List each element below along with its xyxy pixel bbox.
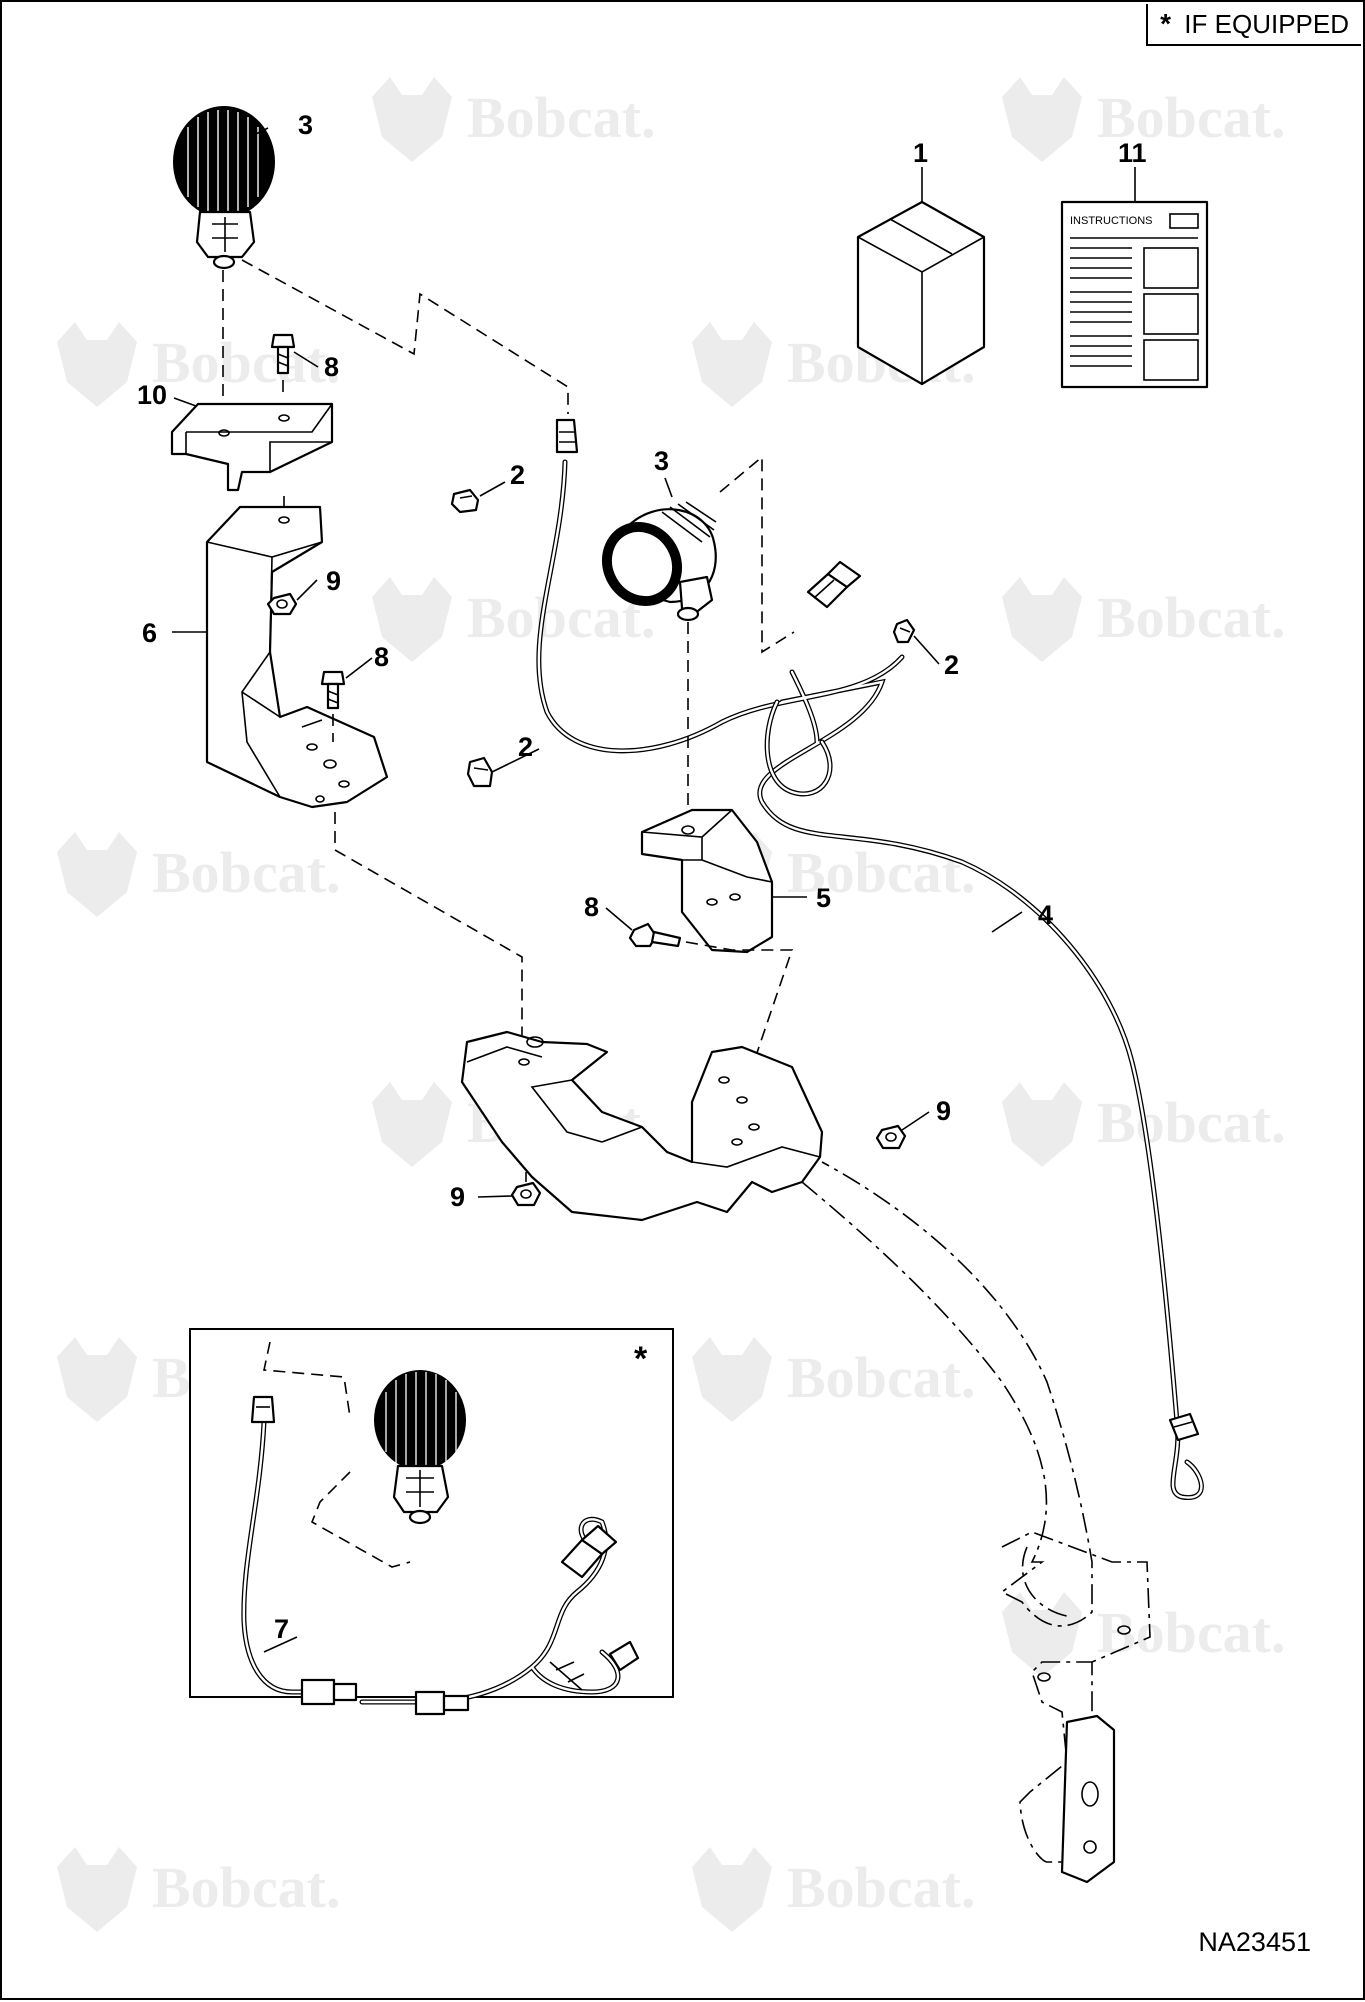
watermark: Bobcat.	[692, 1847, 976, 1932]
bolt-lower	[628, 922, 682, 948]
watermark-registered: .	[326, 840, 341, 905]
watermark-registered: .	[326, 330, 341, 395]
watermark-registered: .	[1271, 85, 1286, 150]
callout-number: 9	[450, 1182, 465, 1212]
work-light-top	[173, 106, 275, 270]
nut-right	[875, 1124, 907, 1150]
watermark-registered: .	[961, 1855, 976, 1920]
if-equipped-legend: * IF EQUIPPED	[1146, 4, 1361, 46]
watermark-text: Bobcat	[1097, 1600, 1272, 1665]
mounting-bracket-6	[205, 505, 389, 809]
watermark-text: Bobcat	[1097, 1090, 1272, 1155]
callout-number: 2	[944, 650, 959, 680]
clip-right	[892, 618, 916, 644]
watermark-text: Bobcat	[467, 85, 642, 150]
assembly-line	[334, 812, 523, 1052]
watermark-text: Bobcat	[152, 1855, 327, 1920]
nut-left	[510, 1181, 542, 1207]
callout-number: 8	[584, 892, 599, 922]
callout-number: 1	[913, 138, 928, 168]
hardware-kit-box	[856, 200, 986, 386]
watermark-text: Bobcat	[152, 330, 327, 395]
svg-text:Bobcat.: Bobcat.	[152, 330, 341, 395]
wiring-harness-4	[536, 418, 1204, 1500]
svg-text:Bobcat.: Bobcat.	[1097, 1600, 1286, 1665]
callout-number: 3	[654, 446, 669, 476]
assembly-line	[685, 941, 794, 1123]
svg-text:Bobcat.: Bobcat.	[787, 1855, 976, 1920]
work-light-middle	[601, 501, 717, 622]
callout-number: 9	[326, 566, 341, 596]
watermark: Bobcat.	[1002, 77, 1286, 162]
watermark-text: Bobcat	[1097, 585, 1272, 650]
callout-number: 4	[1038, 900, 1053, 930]
svg-text:Bobcat.: Bobcat.	[152, 1855, 341, 1920]
watermark: Bobcat.	[57, 322, 341, 407]
bolt-upper	[270, 333, 296, 375]
svg-text:Bobcat.: Bobcat.	[787, 1345, 976, 1410]
watermark: Bobcat.	[1002, 1082, 1286, 1167]
callout-number: 5	[816, 883, 831, 913]
main-mount-plate	[460, 1030, 824, 1222]
watermark-text: Bobcat	[787, 1345, 962, 1410]
callout-number: 2	[510, 460, 525, 490]
drawing-number: NA23451	[1198, 1927, 1311, 1957]
inset-equipped-marker: *	[634, 1340, 648, 1378]
watermark-registered: .	[326, 1855, 341, 1920]
watermark-text: Bobcat	[1097, 85, 1272, 150]
svg-text:Bobcat.: Bobcat.	[467, 85, 656, 150]
watermark: Bobcat.	[1002, 577, 1286, 662]
watermark-text: Bobcat	[787, 840, 962, 905]
nut-upper	[266, 592, 298, 616]
watermark: Bobcat.	[57, 832, 341, 917]
mounting-bracket-5	[640, 808, 774, 954]
assembly-line	[719, 455, 795, 654]
watermark-registered: .	[1271, 1600, 1286, 1665]
callout-number: 11	[1118, 138, 1147, 168]
watermark: Bobcat.	[57, 1847, 341, 1932]
callout-leaders	[172, 127, 1136, 1653]
legend-text: IF EQUIPPED	[1184, 9, 1349, 39]
callout-number: 9	[936, 1096, 951, 1126]
assembly-line	[241, 259, 569, 414]
mounting-bracket-10	[170, 402, 334, 492]
watermark-text: Bobcat	[152, 840, 327, 905]
watermark-registered: .	[961, 840, 976, 905]
svg-text:Bobcat.: Bobcat.	[1097, 585, 1286, 650]
watermark-text: Bobcat	[787, 1855, 962, 1920]
clip-lower	[466, 756, 494, 788]
callout-number: 8	[324, 352, 339, 382]
callout-number: 10	[137, 380, 167, 410]
optional-harness-inset: *	[189, 1328, 674, 1716]
callout-number: 6	[142, 618, 157, 648]
callout-number: 3	[298, 110, 313, 140]
svg-text:Bobcat.: Bobcat.	[1097, 85, 1286, 150]
watermark: Bobcat.	[372, 77, 656, 162]
watermark-registered: .	[641, 85, 656, 150]
watermark-registered: .	[961, 1345, 976, 1410]
callout-numbers: 3 1 11 8 10 2 3 9 6 8 2 2 5 8 4 9 9 7	[137, 110, 1147, 1644]
svg-text:Bobcat.: Bobcat.	[1097, 1090, 1286, 1155]
loader-arm-outline	[801, 1161, 1151, 1884]
callout-number: 7	[274, 1614, 289, 1644]
watermark-text: Bobcat	[467, 585, 642, 650]
callout-number: 2	[518, 732, 533, 762]
clip-upper	[450, 488, 480, 514]
instructions-label: INSTRUCTIONS	[1070, 215, 1153, 227]
bolt-middle	[320, 670, 346, 710]
watermark-registered: .	[1271, 1090, 1286, 1155]
watermark: Bobcat.	[692, 1337, 976, 1422]
watermark: Bobcat.	[1002, 1592, 1286, 1677]
callout-number: 8	[374, 642, 389, 672]
watermark-registered: .	[1271, 585, 1286, 650]
svg-text:Bobcat.: Bobcat.	[152, 840, 341, 905]
legend-symbol: *	[1160, 8, 1172, 39]
instruction-sheet: INSTRUCTIONS	[1060, 200, 1209, 389]
